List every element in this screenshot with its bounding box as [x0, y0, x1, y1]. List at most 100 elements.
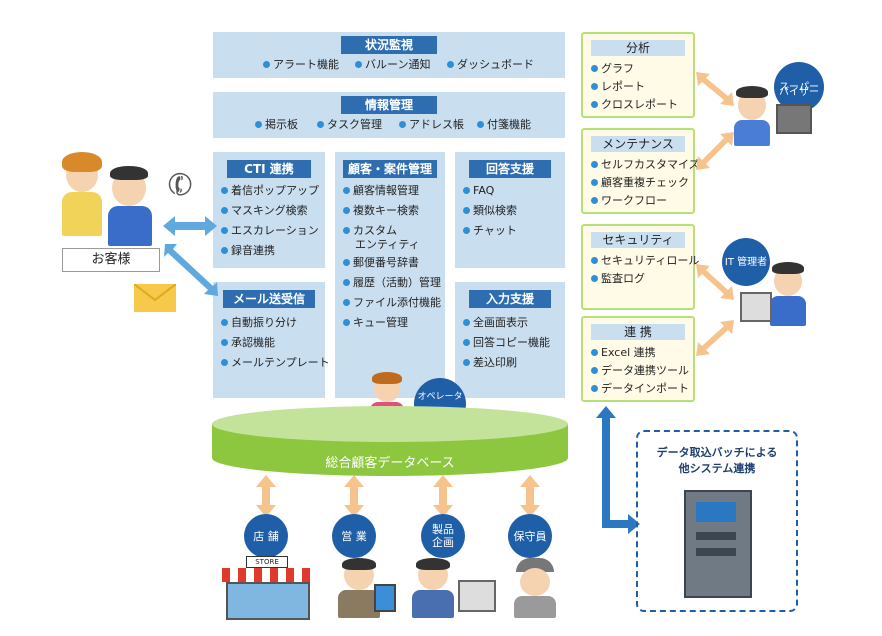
store-illustration: STORE — [222, 556, 310, 620]
planning-hair — [416, 558, 450, 570]
sales-label: 営 業 — [341, 529, 367, 543]
supervisor-hair — [736, 86, 768, 98]
supervisor-badge: スーパー — [774, 62, 824, 112]
panel-title: CTI 連携 — [227, 160, 311, 178]
list-item: 複数キー検索 — [343, 204, 419, 218]
arrow-it-security — [696, 264, 734, 300]
list-item: ダッシュボード — [447, 58, 534, 72]
list-item: Excel 連携 — [591, 346, 656, 360]
panel-input: 入力支援 全画面表示 回答コピー機能 差込印刷 — [455, 282, 565, 398]
list-item: メールテンプレート — [221, 356, 330, 370]
it-admin-label: IT 管理者 — [724, 256, 768, 268]
customer-man-hair — [110, 166, 148, 180]
list-item: レポート — [591, 80, 645, 94]
box-title: セキュリティ — [591, 232, 685, 248]
maintenance-staff-body — [514, 596, 556, 618]
arrow-supervisor-maintenance — [696, 132, 734, 170]
server-screen — [696, 502, 736, 522]
supervisor-body — [734, 120, 770, 146]
list-item: セルフカスタマイズ — [591, 158, 700, 172]
arrow-batch-integration — [596, 406, 640, 534]
it-admin-hair — [772, 262, 804, 274]
panel-answer: 回答支援 FAQ 類似検索 チャット — [455, 152, 565, 268]
sales-hair — [342, 558, 376, 570]
list-item: 履歴（活動）管理 — [343, 276, 441, 290]
list-item: ファイル添付機能 — [343, 296, 441, 310]
arrow-db-store — [256, 475, 276, 517]
it-admin-body — [770, 296, 806, 326]
list-item: 顧客情報管理 — [343, 184, 419, 198]
box-analysis: 分析 グラフ レポート クロスレポート — [581, 32, 695, 118]
panel-title: 情報管理 — [341, 96, 437, 114]
server-slot — [696, 548, 736, 556]
database-cylinder — [212, 406, 568, 476]
list-item: アラート機能 — [263, 58, 339, 72]
list-item: カスタム — [343, 224, 397, 238]
maintenance-staff-head — [520, 568, 550, 596]
list-item-continuation: エンティティ — [355, 238, 420, 251]
envelope-flap — [133, 283, 177, 302]
list-item: 付箋機能 — [477, 118, 531, 132]
panel-mail: メール送受信 自動振り分け 承認機能 メールテンプレート — [213, 282, 330, 398]
supervisor-illustration — [734, 84, 814, 150]
it-admin-illustration — [740, 262, 820, 334]
batch-label-line1: データ取込バッチによる — [656, 446, 778, 459]
supervisor-label-line2: バイザー — [779, 87, 819, 98]
list-item: グラフ — [591, 62, 634, 76]
list-item: 郵便番号辞書 — [343, 256, 419, 270]
planning-person-illustration — [412, 558, 496, 620]
maintenance-staff-label: 保守員 — [513, 529, 547, 543]
panel-case: 顧客・案件管理 顧客情報管理 複数キー検索 カスタム エンティティ 郵便番号辞書… — [335, 152, 445, 398]
customer-label: お客様 — [62, 248, 160, 272]
list-item: 差込印刷 — [463, 356, 517, 370]
list-item: FAQ — [463, 184, 494, 198]
list-item: データインポート — [591, 382, 689, 396]
arrow-supervisor-analysis — [696, 72, 734, 106]
box-maintenance: メンテナンス セルフカスタマイズ 顧客重複チェック ワークフロー — [581, 128, 700, 214]
store-sign: STORE — [246, 556, 288, 568]
list-item: キュー管理 — [343, 316, 408, 330]
arrow-db-planning — [433, 475, 453, 517]
planning-label-line1: 製品 — [432, 523, 454, 536]
planning-label-line2: 企画 — [432, 536, 454, 549]
planning-body — [412, 590, 454, 618]
box-title: 分析 — [591, 40, 685, 56]
list-item: チャット — [463, 224, 517, 238]
maintenance-staff-illustration — [508, 558, 568, 620]
box-title: 連 携 — [591, 324, 685, 340]
panel-title: 顧客・案件管理 — [343, 160, 437, 178]
customer-woman-hair — [62, 152, 102, 172]
monitor-icon — [740, 292, 772, 322]
store-label: 店 舗 — [253, 529, 279, 543]
store-front — [226, 582, 310, 620]
customer-man-body — [108, 206, 152, 246]
box-security: セキュリティ セキュリティロール 監査ログ — [581, 224, 699, 310]
store-awning — [222, 568, 310, 582]
list-item: タスク管理 — [317, 118, 382, 132]
list-item: アドレス帳 — [399, 118, 464, 132]
monitor-icon — [776, 104, 812, 134]
list-item: 全画面表示 — [463, 316, 528, 330]
list-item: 掲示板 — [255, 118, 298, 132]
store-badge: 店 舗 — [244, 514, 288, 558]
arrow-db-sales — [344, 475, 364, 517]
list-item: ワークフロー — [591, 194, 667, 208]
operator-hair — [372, 372, 402, 384]
list-item: 類似検索 — [463, 204, 517, 218]
list-item: 承認機能 — [221, 336, 275, 350]
arrow-db-maintenance — [520, 475, 540, 517]
panel-title: 回答支援 — [469, 160, 551, 178]
panel-info: 情報管理 掲示板 タスク管理 アドレス帳 付箋機能 — [213, 92, 565, 138]
planning-badge: 製品 企画 — [421, 514, 465, 558]
panel-title: 入力支援 — [469, 290, 551, 308]
panel-monitoring: 状況監視 アラート機能 バルーン通知 ダッシュボード — [213, 32, 565, 78]
mail-envelope-icon — [133, 283, 177, 312]
panel-cti: CTI 連携 着信ポップアップ マスキング検索 エスカレーション 録音連携 — [213, 152, 325, 268]
list-item: 監査ログ — [591, 272, 645, 286]
batch-label-line2: 他システム連携 — [678, 462, 756, 475]
list-item: クロスレポート — [591, 98, 678, 112]
box-title: メンテナンス — [591, 136, 685, 152]
list-item: 着信ポップアップ — [221, 184, 319, 198]
server-icon — [684, 490, 752, 598]
